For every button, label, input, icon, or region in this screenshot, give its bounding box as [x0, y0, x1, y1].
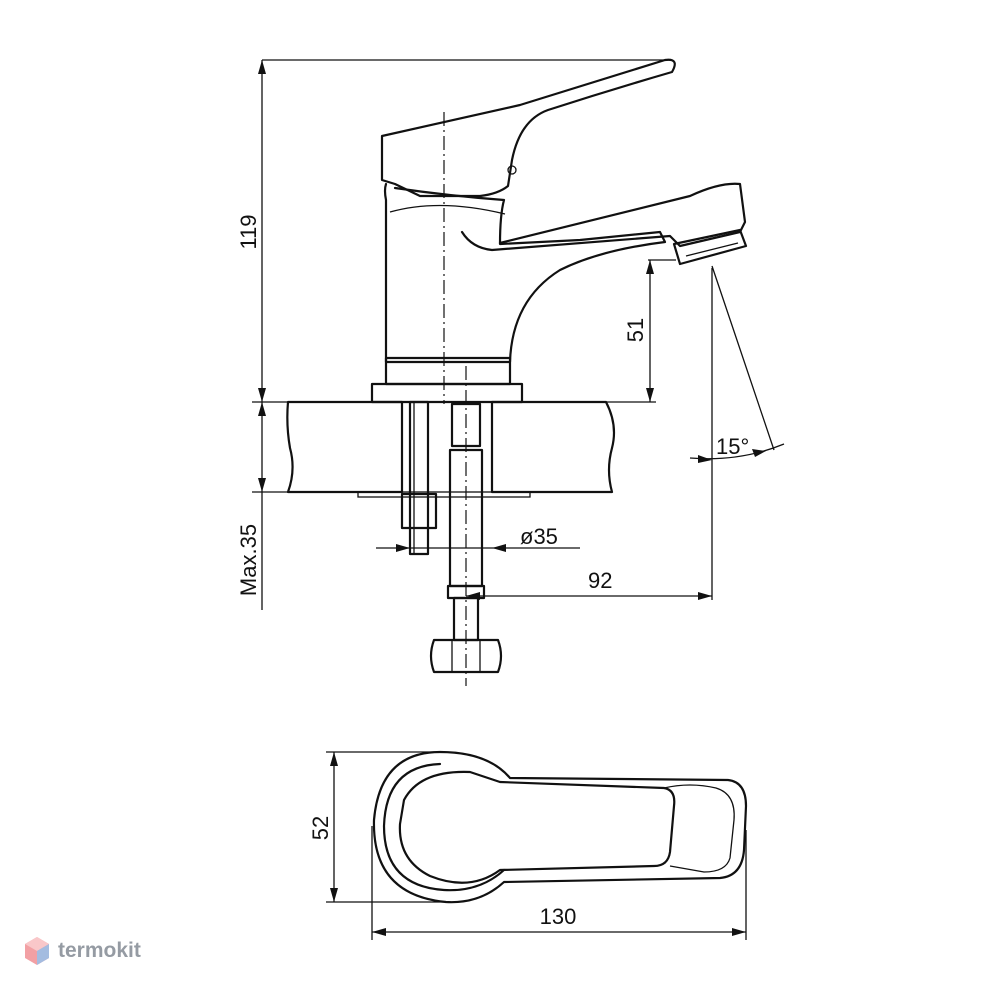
aerator-ring	[685, 242, 739, 257]
hose-nut	[429, 638, 503, 674]
top-view-lever	[398, 770, 676, 884]
total-height-label: 119	[236, 214, 261, 249]
side-view-dimensions: 119 51 Max.35 ø35 92 15°	[236, 59, 785, 610]
top-view-body	[382, 762, 506, 892]
base-flange	[370, 382, 524, 404]
width-label: 52	[308, 816, 333, 840]
watermark-brand: termokit	[58, 939, 141, 962]
hole-diameter-label: ø35	[520, 524, 558, 549]
body-shoulder	[389, 204, 506, 215]
max-thickness-label: Max.35	[236, 524, 261, 596]
mounting-washer	[357, 491, 531, 498]
spout	[460, 182, 747, 252]
aerator	[672, 228, 748, 266]
lever-pivot	[507, 165, 517, 175]
faucet-side-view	[286, 58, 748, 686]
spout-height-label: 51	[623, 318, 648, 342]
top-view-dimensions: 52 130	[308, 751, 747, 940]
top-view-lever-inner	[663, 784, 735, 873]
lever-handle	[380, 58, 676, 198]
termokit-logo-icon	[25, 937, 49, 965]
termokit-watermark: termokit	[24, 936, 141, 966]
length-label: 130	[540, 904, 577, 929]
faucet-top-view	[372, 750, 748, 904]
countertop-section-right	[490, 400, 616, 494]
top-view-outline	[372, 750, 748, 904]
spout-reach-label: 92	[588, 568, 612, 593]
mounting-nut	[400, 492, 438, 530]
threaded-rod	[408, 400, 430, 556]
countertop-section	[286, 400, 404, 494]
spout-angle-label: 15°	[716, 434, 749, 459]
